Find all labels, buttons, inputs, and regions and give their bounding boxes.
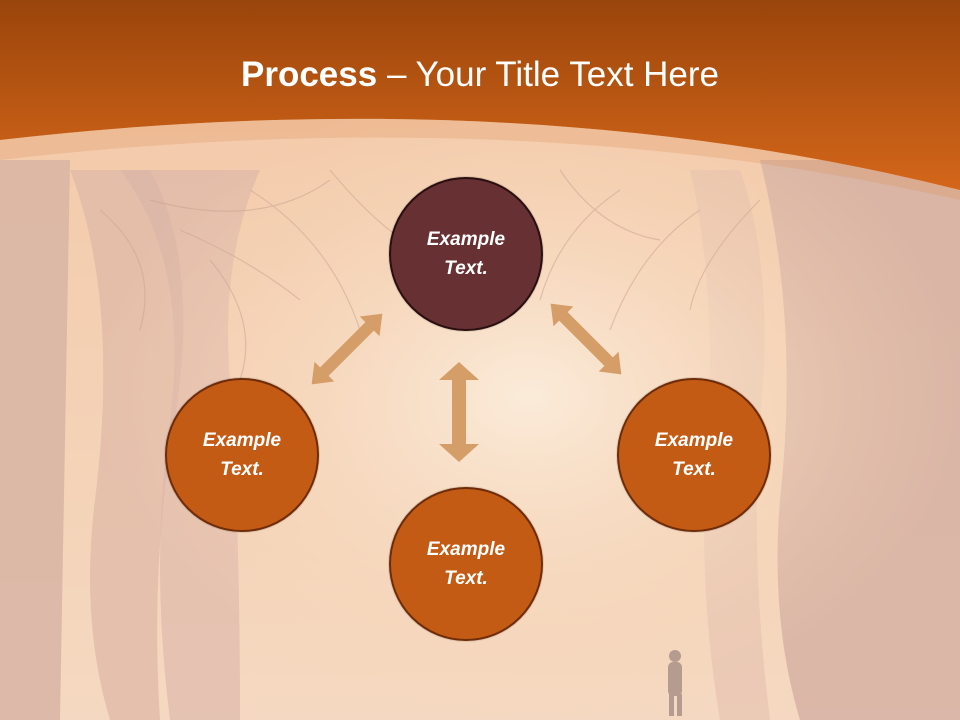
node-label: Example Text. [426, 229, 506, 279]
process-node-right: Example Text. [617, 378, 771, 532]
node-label: Example Text. [654, 430, 734, 480]
double-arrow-upper-left [311, 313, 383, 385]
process-node-top: Example Text. [389, 177, 543, 331]
title-rest-part: – Your Title Text Here [377, 55, 719, 94]
node-label: Example Text. [202, 430, 282, 480]
double-arrow-vertical [439, 362, 479, 462]
double-arrow-upper-right [550, 303, 622, 375]
process-node-left: Example Text. [165, 378, 319, 532]
process-node-bottom: Example Text. [389, 487, 543, 641]
walking-person-silhouette [668, 650, 682, 716]
slide-title: Process – Your Title Text Here [0, 52, 960, 98]
title-bold-part: Process [241, 55, 378, 94]
header-band [0, 0, 960, 190]
node-label: Example Text. [426, 539, 506, 589]
